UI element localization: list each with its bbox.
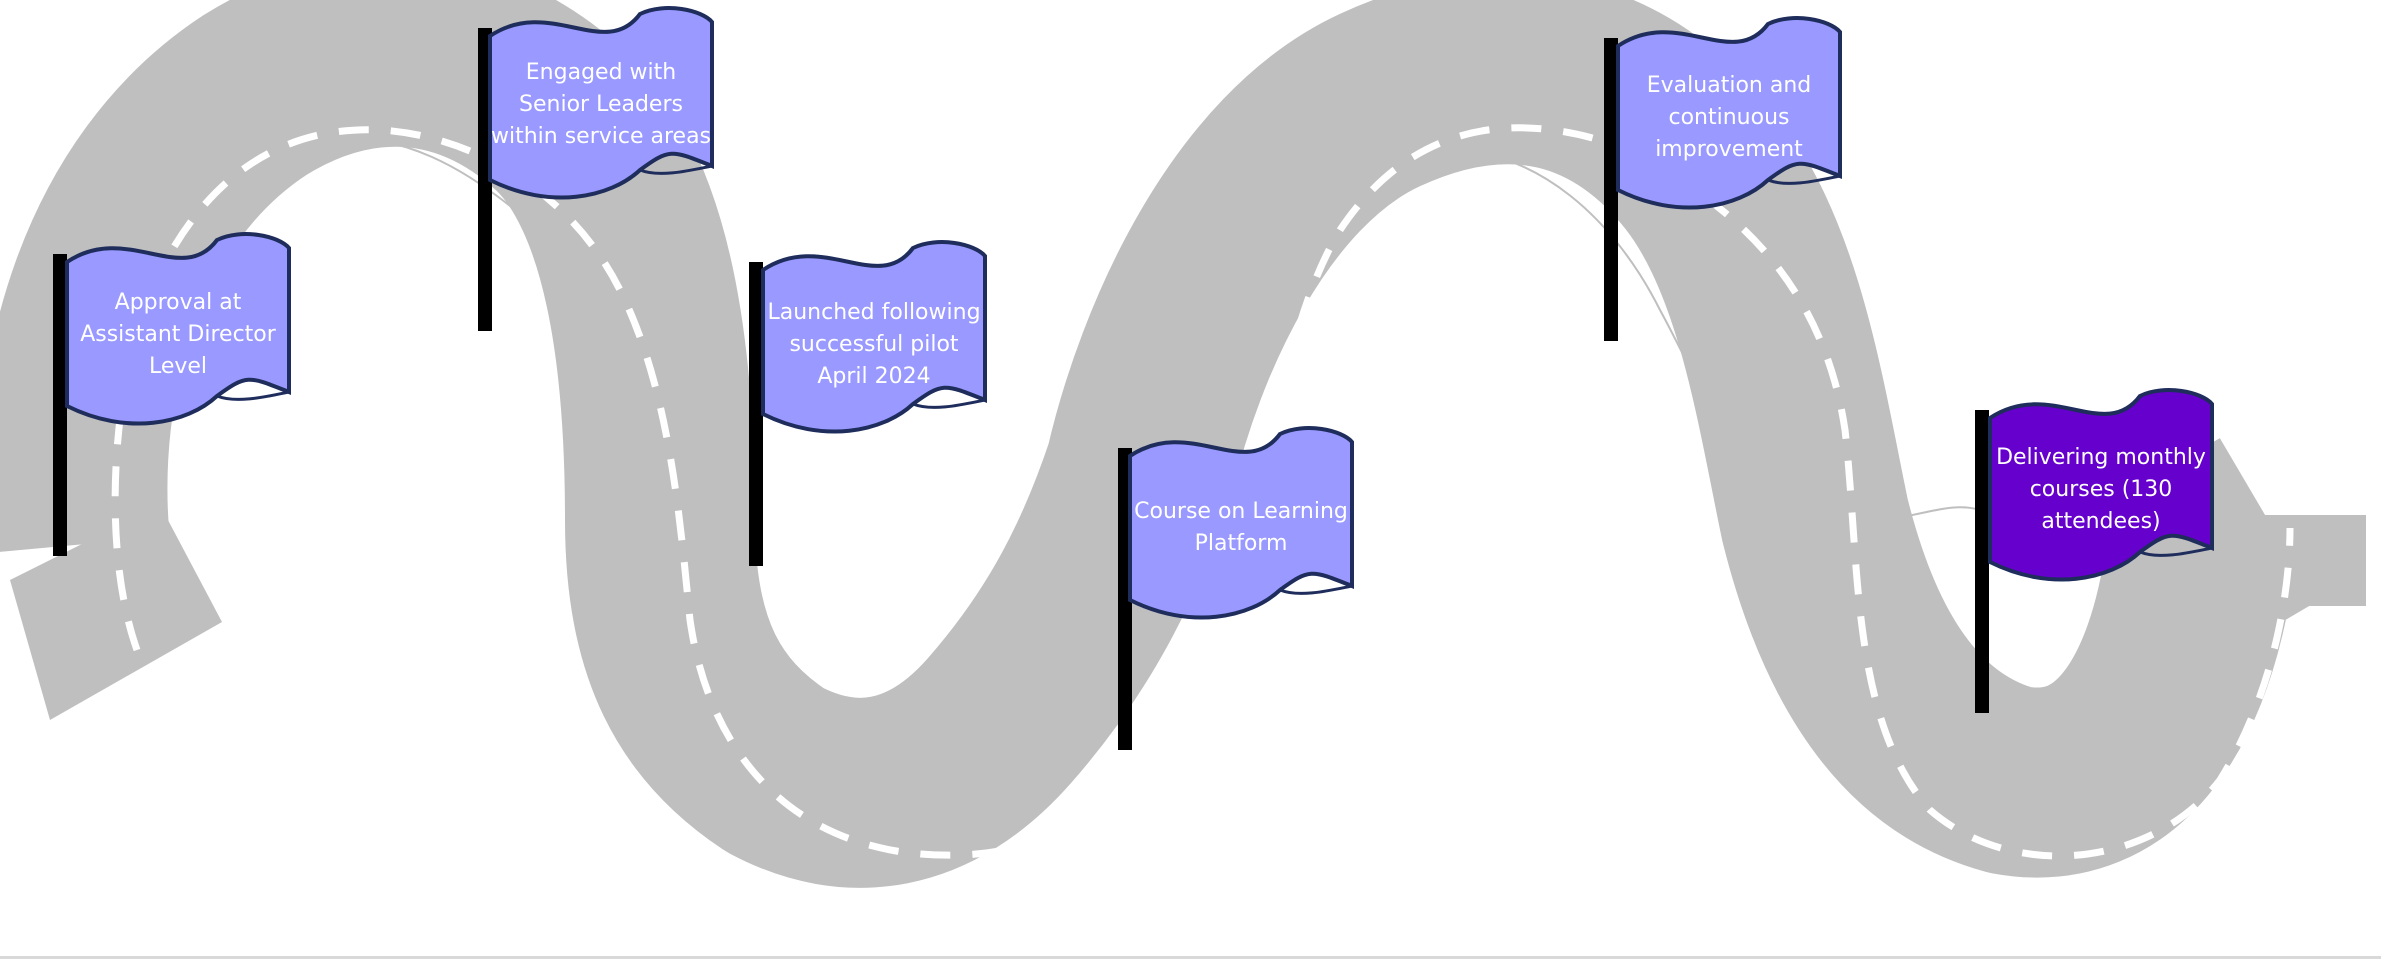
- flag-banner-highlight: [1988, 388, 2214, 582]
- flag-banner: [488, 6, 714, 200]
- road-center-dashes: [111, 124, 2294, 860]
- flag-banner: [761, 240, 987, 434]
- flag-fold: [912, 398, 986, 409]
- flag-banner: [1616, 16, 1842, 210]
- milestone-4-text: Course on Learning Platform: [1134, 498, 1348, 556]
- flag-label-6: Delivering monthly courses (130 attendee…: [1990, 430, 2212, 550]
- flag-banner: [65, 232, 291, 426]
- flag-label-5: Evaluation and continuous improvement: [1618, 60, 1840, 175]
- flag-label-3: Launched following successful pilot Apri…: [763, 280, 985, 410]
- flag-fold: [639, 164, 713, 175]
- flag-label-1: Approval at Assistant Director Level: [67, 275, 289, 395]
- flag-banner: [1128, 426, 1354, 620]
- flag-fold: [2139, 546, 2213, 557]
- road-start-cap: [10, 505, 222, 720]
- flag-pole: [1975, 410, 1989, 713]
- milestone-1-text: Approval at Assistant Director Level: [80, 290, 276, 379]
- baseline: [0, 956, 2381, 959]
- flag-pole: [749, 262, 763, 566]
- flag-label-4: Course on Learning Platform: [1130, 465, 1352, 590]
- flag-label-2: Engaged with Senior Leaders within servi…: [490, 40, 712, 170]
- flag-pole: [53, 254, 67, 556]
- flag-fold: [1767, 174, 1841, 185]
- milestone-2-text: Engaged with Senior Leaders within servi…: [490, 60, 712, 149]
- flag-fold: [1279, 584, 1353, 595]
- milestone-3-text: Launched following successful pilot Apri…: [767, 300, 981, 389]
- milestone-5-text: Evaluation and continuous improvement: [1646, 72, 1812, 162]
- flag-pole: [1604, 38, 1618, 341]
- flag-fold: [216, 390, 290, 401]
- milestone-6-text: Delivering monthly courses (130 attendee…: [1996, 445, 2206, 534]
- road-surface: [0, 0, 2317, 888]
